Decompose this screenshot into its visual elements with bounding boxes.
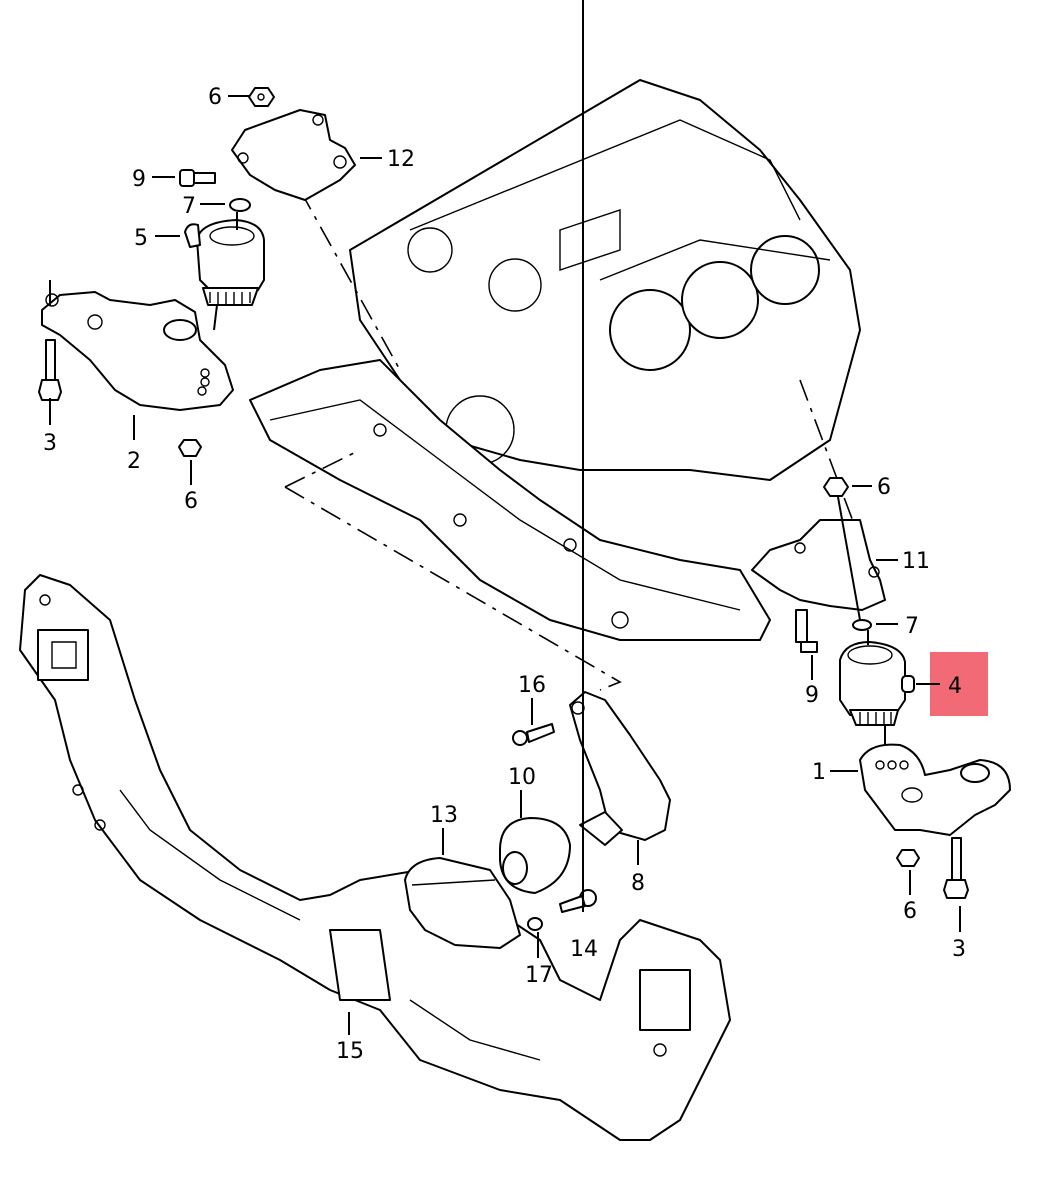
part-2-bracket-left [41, 291, 234, 411]
centerline-left [299, 189, 401, 371]
part-7-washer-left [229, 198, 251, 212]
centerline-right [799, 379, 861, 541]
callout-13[interactable]: 13 [430, 803, 458, 828]
callout-3[interactable]: 3 [43, 431, 57, 456]
callout-7[interactable]: 7 [905, 614, 919, 639]
oil-pan [249, 359, 771, 641]
part-9-bolt-right [795, 609, 818, 653]
callout-11[interactable]: 11 [902, 549, 930, 574]
engine-block [349, 79, 861, 481]
part-7-washer-right [852, 619, 872, 631]
callout-6[interactable]: 6 [877, 475, 891, 500]
callout-labels: 6 12 9 7 5 3 2 6 6 11 7 4 9 1 6 3 16 10 … [43, 85, 966, 1064]
part-6-nut-lower-left [178, 439, 202, 457]
part-8-support-arm [569, 691, 671, 846]
part-12-bracket [231, 109, 356, 201]
callout-17[interactable]: 17 [525, 963, 553, 988]
callout-7[interactable]: 7 [182, 194, 196, 219]
part-15-crossmember [19, 574, 731, 1141]
part-17-washer [527, 917, 543, 931]
callout-6[interactable]: 6 [208, 85, 222, 110]
callout-16[interactable]: 16 [518, 673, 546, 698]
part-1-bracket-right [859, 743, 1011, 836]
part-3-bolt-left [38, 280, 62, 401]
callout-4[interactable]: 4 [948, 674, 962, 699]
callout-6[interactable]: 6 [903, 899, 917, 924]
leader-lines [49, 0, 961, 1035]
part-13-mount-pad [404, 857, 521, 949]
callout-15[interactable]: 15 [336, 1039, 364, 1064]
centerline-bottom [284, 449, 622, 691]
part-11-bracket [751, 519, 886, 611]
callout-8[interactable]: 8 [631, 871, 645, 896]
part-14-bolt [559, 889, 597, 913]
callout-12[interactable]: 12 [387, 147, 415, 172]
part-16-bolt [512, 723, 555, 746]
callout-3[interactable]: 3 [952, 937, 966, 962]
callout-9[interactable]: 9 [132, 167, 146, 192]
part-6-nut-top [248, 87, 275, 107]
part-5-engine-mount-left [184, 212, 265, 331]
callout-1[interactable]: 1 [812, 760, 826, 785]
callout-2[interactable]: 2 [127, 449, 141, 474]
part-4-engine-mount-right [839, 630, 915, 745]
part-10-bushing [499, 817, 571, 894]
part-6-nut-right-bottom [896, 849, 920, 867]
part-3-bolt-right [943, 837, 969, 899]
callout-9[interactable]: 9 [805, 683, 819, 708]
callout-10[interactable]: 10 [508, 765, 536, 790]
callout-6[interactable]: 6 [184, 489, 198, 514]
callout-14[interactable]: 14 [570, 937, 598, 962]
part-9-bolt-left [179, 169, 216, 187]
part-6-nut-right-top [823, 477, 849, 497]
callout-5[interactable]: 5 [134, 226, 148, 251]
